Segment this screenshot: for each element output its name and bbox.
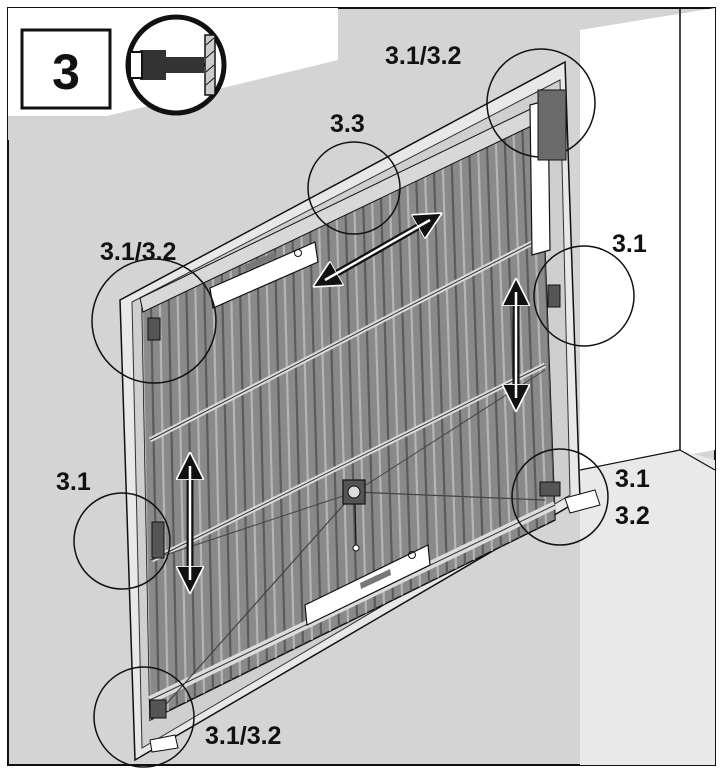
callout-label-top-center: 3.3 bbox=[330, 110, 365, 138]
door-rib bbox=[468, 151, 485, 556]
door-rib bbox=[229, 259, 242, 676]
callout-label-bottom-right-a: 3.1 bbox=[615, 465, 650, 493]
door-rib bbox=[441, 163, 458, 569]
door-rib bbox=[300, 227, 314, 641]
callout-circle-bottom-left bbox=[93, 666, 195, 768]
right-wall bbox=[580, 8, 715, 470]
door-rib bbox=[291, 231, 305, 645]
step-number: 3 bbox=[52, 44, 80, 100]
latch-mid-left bbox=[151, 521, 165, 559]
bracket-bottom-right bbox=[539, 481, 561, 497]
horizontal-double-arrow-highlight bbox=[324, 218, 431, 282]
callout-circle-mid-right bbox=[533, 245, 635, 347]
door-rib bbox=[202, 271, 215, 689]
brace-upper-edge bbox=[149, 239, 539, 441]
door-rib bbox=[282, 235, 296, 649]
door-rib bbox=[273, 239, 287, 654]
spirit-level-bottom-vial bbox=[360, 569, 391, 589]
floor-wedge-left bbox=[149, 734, 179, 753]
hinge-top-right bbox=[537, 89, 567, 161]
callout-label-mid-left: 3.1 bbox=[56, 468, 91, 496]
callout-label-bottom-right-b: 3.2 bbox=[615, 502, 650, 530]
callout-label-mid-right: 3.1 bbox=[612, 230, 647, 258]
callout-label-bottom-left: 3.1/3.2 bbox=[205, 722, 281, 750]
spirit-level-bottom-hole bbox=[408, 551, 416, 559]
floor-right bbox=[580, 450, 715, 765]
latch-mid-right bbox=[547, 284, 561, 308]
floor-wedge-right bbox=[564, 489, 601, 514]
door-rib bbox=[264, 243, 278, 658]
door-rib bbox=[220, 263, 233, 681]
drill-wall-icon bbox=[125, 14, 227, 116]
callout-circle-top-left bbox=[91, 258, 217, 384]
callout-label-top-right: 3.1/3.2 bbox=[385, 42, 461, 70]
floor-line-2 bbox=[679, 449, 716, 471]
door-rib bbox=[317, 219, 332, 632]
callout-circle-mid-left bbox=[73, 492, 171, 590]
door-rib bbox=[308, 223, 323, 636]
door-rib bbox=[238, 255, 251, 672]
door-rib bbox=[158, 291, 170, 712]
hinge-top-left bbox=[147, 317, 161, 341]
spirit-level-top-vial bbox=[245, 252, 276, 271]
spirit-level-top-hole bbox=[294, 249, 302, 257]
brace-middle-edge bbox=[151, 364, 546, 561]
door-rib bbox=[247, 251, 260, 667]
door-rib bbox=[476, 147, 494, 552]
step-number-box bbox=[20, 28, 112, 110]
bracket-bottom-left bbox=[149, 699, 167, 719]
door-rib bbox=[485, 143, 503, 547]
callout-label-top-left: 3.1/3.2 bbox=[100, 238, 176, 266]
callout-circle-bottom-right bbox=[511, 448, 609, 546]
door-rib bbox=[167, 287, 179, 707]
callout-circle-top-center bbox=[307, 141, 401, 235]
door-rib bbox=[459, 155, 476, 561]
